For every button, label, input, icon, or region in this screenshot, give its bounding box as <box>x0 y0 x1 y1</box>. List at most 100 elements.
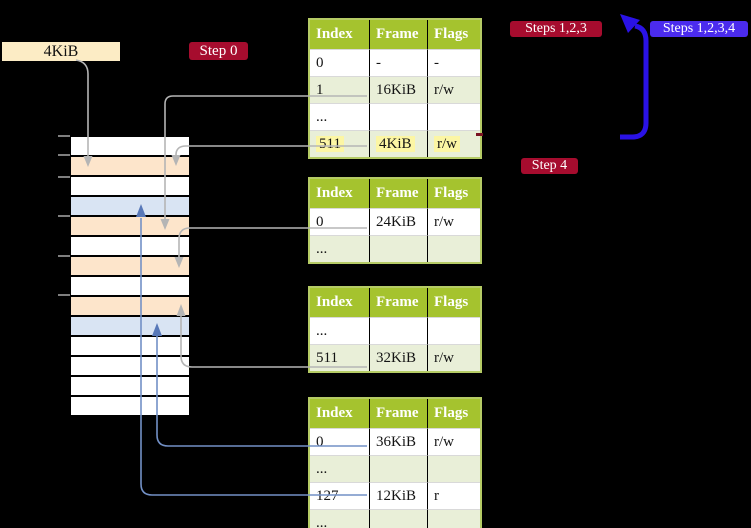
table-row: ... <box>310 455 480 482</box>
memory-tick-3 <box>58 176 70 178</box>
cell-flags: - <box>427 49 480 76</box>
col-header-flags: Flags <box>427 20 480 49</box>
cell-flags <box>427 455 480 482</box>
memory-row-5 <box>71 217 189 235</box>
memory-row-6 <box>71 237 189 255</box>
memory-row-9 <box>71 297 189 315</box>
page-table-2: Index Frame Flags 0 24KiB r/w ... <box>308 177 482 264</box>
col-header-frame: Frame <box>369 288 427 317</box>
cell-index: 0 <box>310 208 369 235</box>
cell-index: ... <box>310 317 369 344</box>
cell-index: 511 <box>310 344 369 371</box>
table-row: ... <box>310 317 480 344</box>
memory-row-14 <box>71 397 189 415</box>
cell-frame <box>369 317 427 344</box>
memory-row-7 <box>71 257 189 275</box>
cell-frame: - <box>369 49 427 76</box>
cell-index: ... <box>310 509 369 528</box>
memory-row-3 <box>71 177 189 195</box>
cell-frame: 12KiB <box>369 482 427 509</box>
table-row: 127 12KiB r <box>310 482 480 509</box>
cell-frame: 4KiB <box>369 130 427 157</box>
col-header-index: Index <box>310 179 369 208</box>
col-header-frame: Frame <box>369 20 427 49</box>
memory-row-10 <box>71 317 189 335</box>
memory-tick-2 <box>58 154 70 156</box>
cell-index: 1 <box>310 76 369 103</box>
table-header-row: Index Frame Flags <box>310 20 480 49</box>
cell-index: 511 <box>310 130 369 157</box>
cell-flags <box>427 235 480 262</box>
cell-flags <box>427 103 480 130</box>
highlight: 511 <box>316 136 344 152</box>
table-row-highlighted: 511 4KiB r/w <box>310 130 480 157</box>
cell-frame: 24KiB <box>369 208 427 235</box>
table-row: 1 16KiB r/w <box>310 76 480 103</box>
cell-frame <box>369 103 427 130</box>
cell-flags: r/w <box>427 344 480 371</box>
page-table-3: Index Frame Flags ... 511 32KiB r/w <box>308 286 482 373</box>
cell-frame <box>369 509 427 528</box>
highlight: r/w <box>434 136 460 152</box>
col-header-flags: Flags <box>427 399 480 428</box>
badge-steps-123-label: Steps 1,2,3 <box>525 21 587 36</box>
table-row: ... <box>310 103 480 130</box>
memory-row-11 <box>71 337 189 355</box>
col-header-index: Index <box>310 288 369 317</box>
cell-frame: 16KiB <box>369 76 427 103</box>
cell-frame: 32KiB <box>369 344 427 371</box>
memory-tick-6 <box>58 294 70 296</box>
memory-tick-1 <box>58 135 70 137</box>
col-header-frame: Frame <box>369 179 427 208</box>
page-table-1: Index Frame Flags 0 - - 1 16KiB r/w ... … <box>308 18 482 159</box>
page-table-4: Index Frame Flags 0 36KiB r/w ... 127 12… <box>308 397 482 528</box>
cell-index: ... <box>310 455 369 482</box>
badge-step-0-label: Step 0 <box>199 42 238 59</box>
badge-step-4-label: Step 4 <box>531 158 568 173</box>
table-row: 0 24KiB r/w <box>310 208 480 235</box>
table-row: ... <box>310 235 480 262</box>
table-row: 0 - - <box>310 49 480 76</box>
badge-step-0: Step 0 <box>189 42 248 60</box>
table-row: ... <box>310 509 480 528</box>
cell-frame <box>369 455 427 482</box>
frame-4kib-label: 4KiB <box>43 42 79 60</box>
cell-flags: r <box>427 482 480 509</box>
table-header-row: Index Frame Flags <box>310 288 480 317</box>
cell-flags: r/w <box>427 428 480 455</box>
badge-steps-1234-label: Steps 1,2,3,4 <box>662 21 736 36</box>
dash-fragment <box>476 133 483 136</box>
col-header-flags: Flags <box>427 179 480 208</box>
badge-step-4: Step 4 <box>521 158 578 174</box>
cell-frame <box>369 235 427 262</box>
frame-4kib-chip: 4KiB <box>2 42 120 61</box>
cell-index: 0 <box>310 49 369 76</box>
table-header-row: Index Frame Flags <box>310 179 480 208</box>
cell-frame: 36KiB <box>369 428 427 455</box>
loop-back-arrow-shaft <box>620 23 649 140</box>
cell-index: 127 <box>310 482 369 509</box>
memory-row-1 <box>71 137 189 155</box>
highlight: 4KiB <box>376 136 415 152</box>
loop-back-arrowhead-icon <box>620 14 640 33</box>
col-header-flags: Flags <box>427 288 480 317</box>
badge-steps-123: Steps 1,2,3 <box>510 21 602 37</box>
memory-tick-5 <box>58 255 70 257</box>
cell-flags: r/w <box>427 130 480 157</box>
memory-row-12 <box>71 357 189 375</box>
memory-tick-4 <box>58 215 70 217</box>
cell-flags <box>427 509 480 528</box>
cell-flags <box>427 317 480 344</box>
memory-row-2 <box>71 157 189 175</box>
table-row: 0 36KiB r/w <box>310 428 480 455</box>
col-header-frame: Frame <box>369 399 427 428</box>
cell-index: ... <box>310 103 369 130</box>
col-header-index: Index <box>310 20 369 49</box>
cell-index: 0 <box>310 428 369 455</box>
table-row: 511 32KiB r/w <box>310 344 480 371</box>
cell-index: ... <box>310 235 369 262</box>
badge-steps-1234: Steps 1,2,3,4 <box>650 21 748 37</box>
memory-row-13 <box>71 377 189 395</box>
memory-row-4 <box>71 197 189 215</box>
